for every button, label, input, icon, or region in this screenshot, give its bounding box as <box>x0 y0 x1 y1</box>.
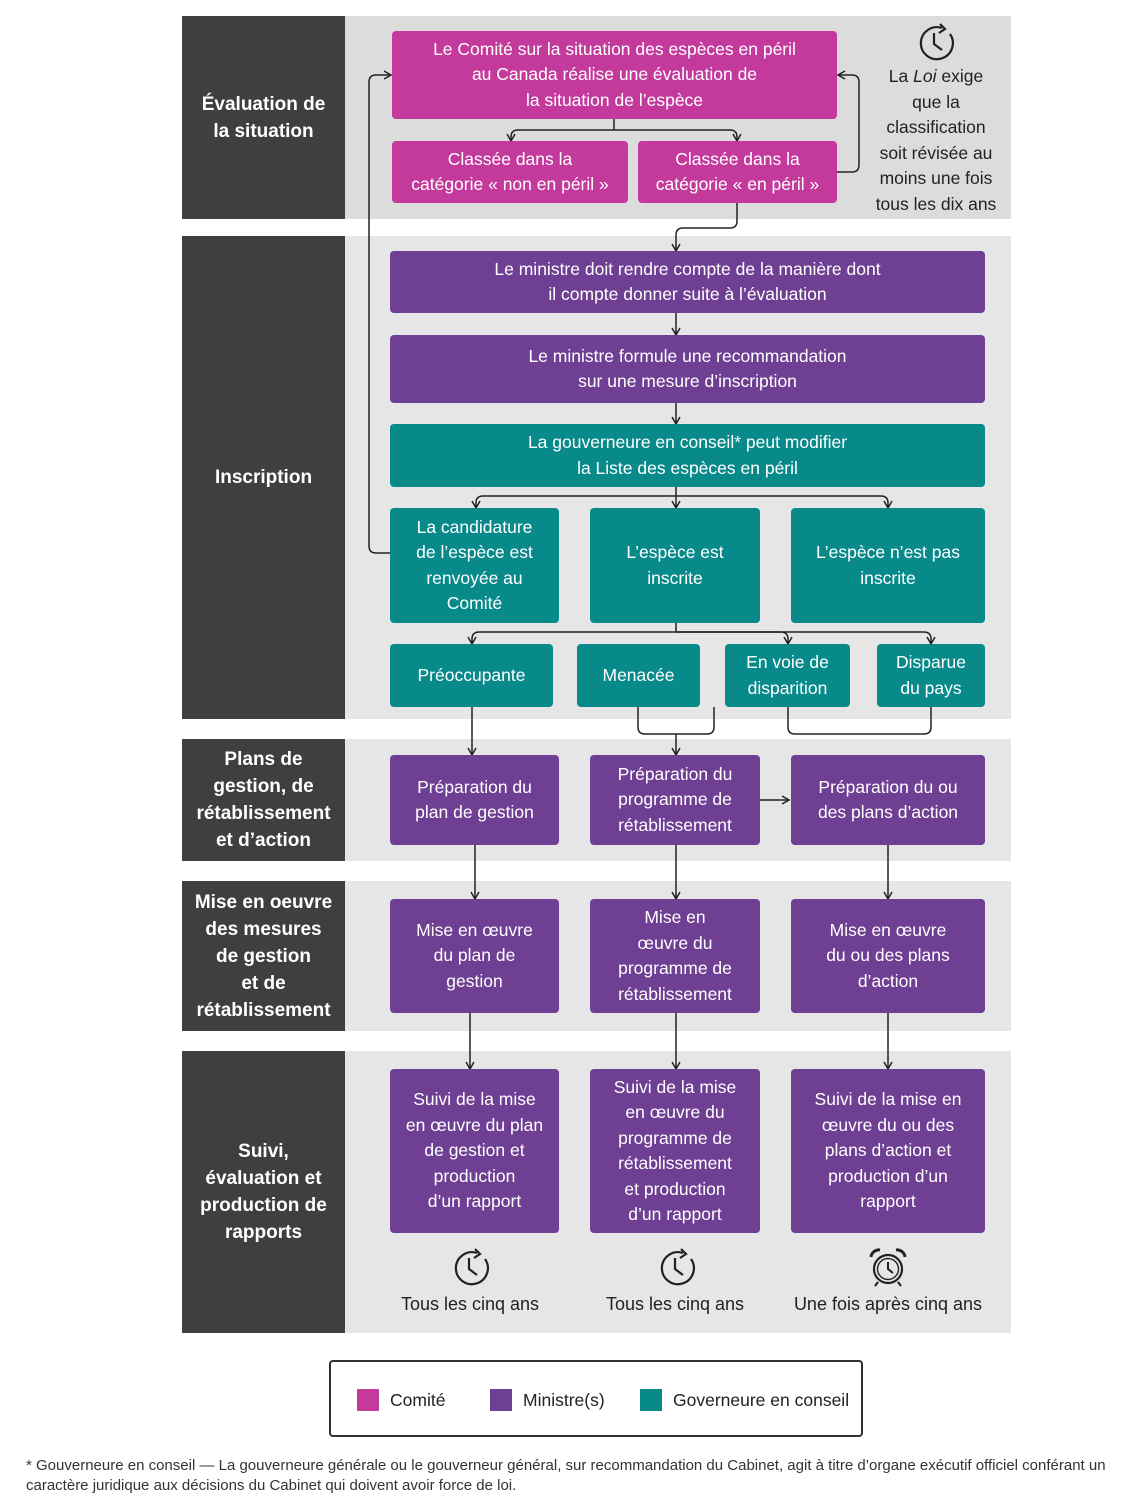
section-label-plans: Plans de gestion, de rétablissement et d… <box>182 739 345 861</box>
extirpated-box: Disparue du pays <box>877 644 985 707</box>
special-concern-box: Préoccupante <box>390 644 553 707</box>
legend: Comité Ministre(s) Governeure en conseil <box>329 1360 863 1437</box>
footnote: * Gouverneure en conseil — La gouverneur… <box>26 1457 1106 1494</box>
action-plan-monitor-box: Suivi de la mise en œuvre du ou des plan… <box>791 1069 985 1233</box>
legend-swatch-committee <box>357 1389 379 1411</box>
listed-box: L’espèce est inscrite <box>590 508 760 623</box>
endangered-box: En voie de disparition <box>725 644 850 707</box>
minister-report-box: Le ministre doit rendre compte de la man… <box>390 251 985 313</box>
at-risk-box: Classée dans la catégorie « en péril » <box>638 141 837 203</box>
management-plan-impl-box: Mise en œuvre du plan de gestion <box>390 899 559 1013</box>
legend-label-committee: Comité <box>390 1390 446 1410</box>
minister-recommendation-box: Le ministre formule une recommandation s… <box>390 335 985 403</box>
legend-swatch-minister <box>490 1389 512 1411</box>
clock-icon <box>454 1248 489 1286</box>
not-listed-box: L’espèce n’est pas inscrite <box>791 508 985 623</box>
frequency-label: Tous les cinq ans <box>400 1294 540 1314</box>
recovery-strategy-monitor-box: Suivi de la mise en œuvre du programme d… <box>590 1069 760 1233</box>
legend-swatch-governor <box>640 1389 662 1411</box>
management-plan-prep-box: Préparation du plan de gestion <box>390 755 559 845</box>
section-label-monitoring: Suivi, évaluation et production de rappo… <box>182 1051 345 1333</box>
section-label-implementation: Mise en oeuvre des mesures de gestion et… <box>182 881 345 1031</box>
not-at-risk-box: Classée dans la catégorie « non en péril… <box>392 141 628 203</box>
action-plan-prep-box: Préparation du ou des plans d’action <box>791 755 985 845</box>
management-plan-monitor-box: Suivi de la mise en œuvre du plan de ges… <box>390 1069 559 1233</box>
clock-icon <box>660 1248 695 1286</box>
committee-assessment-box: Le Comité sur la situation des espèces e… <box>392 31 837 119</box>
recovery-strategy-prep-box: Préparation du programme de rétablisseme… <box>590 755 760 845</box>
legend-label-minister: Ministre(s) <box>523 1390 605 1410</box>
referred-back-box: La candidature de l’espèce est renvoyée … <box>390 508 559 623</box>
alarm-clock-icon <box>869 1248 907 1287</box>
recovery-strategy-impl-box: Mise en œuvre du programme de rétablisse… <box>590 899 760 1013</box>
frequency-label: Une fois après cinq ans <box>793 1294 983 1314</box>
threatened-box: Menacée <box>577 644 700 707</box>
action-plan-impl-box: Mise en œuvre du ou des plans d’action <box>791 899 985 1013</box>
frequency-label: Tous les cinq ans <box>605 1294 745 1314</box>
clock-icon <box>919 23 954 61</box>
governor-modify-box: La gouverneure en conseil* peut modifier… <box>390 424 985 487</box>
review-note: La Loi exige que la classification soit … <box>875 66 997 214</box>
legend-label-governor: Governeure en conseil <box>673 1390 850 1410</box>
section-label-listing: Inscription <box>182 236 345 719</box>
section-label-assessment: Évaluation de la situation <box>182 16 345 219</box>
